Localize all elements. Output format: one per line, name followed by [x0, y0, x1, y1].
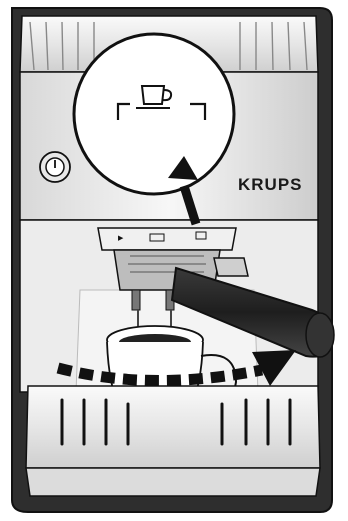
power-button[interactable]: [40, 152, 70, 182]
svg-text:▶: ▶: [118, 235, 124, 242]
drip-tray[interactable]: [26, 386, 320, 496]
brand-logo: KRUPS: [238, 175, 303, 194]
